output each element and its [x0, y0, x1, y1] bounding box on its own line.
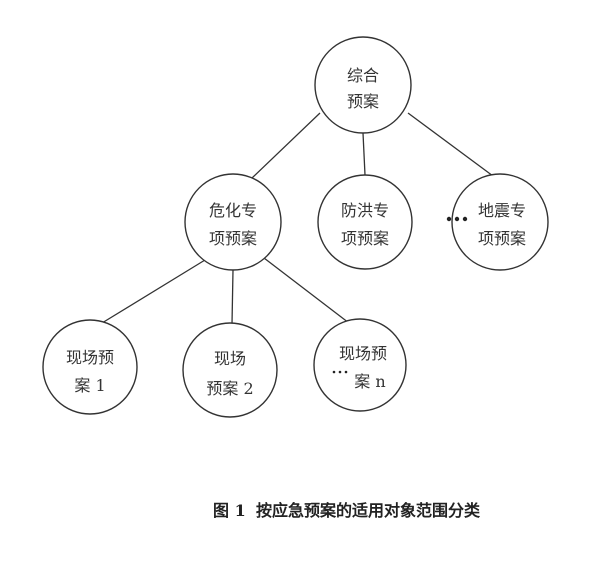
edge-root-hazchem — [251, 112, 321, 179]
node-label: 地震专 — [478, 201, 526, 220]
node-site-plan-n: 现场预 案 n — [313, 318, 407, 412]
node-label: 现场预 — [66, 348, 114, 367]
node-label: 防洪专 — [341, 201, 389, 220]
node-site-plan-2: 现场 预案 2 — [182, 322, 278, 418]
figure-number: 图 1 — [213, 501, 246, 520]
node-label: 案 1 — [74, 376, 105, 395]
figure-caption: 按应急预案的适用对象范围分类 — [256, 501, 481, 520]
edge-hazchem-site2 — [231, 269, 234, 325]
node-label: 现场预 — [339, 344, 387, 363]
node-label: 危化专 — [209, 201, 257, 220]
edge-hazchem-siten — [263, 257, 350, 324]
ellipsis-dots-level2 — [446, 216, 468, 222]
node-label: 项预案 — [341, 229, 389, 248]
edge-root-earthquake — [407, 112, 494, 177]
node-site-plan-1: 现场预 案 1 — [42, 319, 138, 415]
node-flood-plan: 防洪专 项预案 — [317, 174, 413, 270]
node-label: 综合 — [347, 66, 379, 85]
node-label: 预案 — [347, 92, 379, 111]
ellipsis-dots-level3 — [332, 370, 348, 374]
edge-hazchem-site1 — [101, 259, 206, 324]
node-hazchem-plan: 危化专 项预案 — [184, 173, 282, 271]
node-label: 案 n — [354, 372, 385, 391]
node-label: 项预案 — [478, 229, 526, 248]
node-label: 预案 2 — [206, 379, 253, 398]
node-root: 综合 预案 — [314, 36, 412, 134]
edge-root-flood — [362, 132, 366, 176]
node-label: 现场 — [214, 349, 246, 368]
node-label: 项预案 — [209, 229, 257, 248]
node-earthquake-plan: 地震专 项预案 — [451, 173, 549, 271]
